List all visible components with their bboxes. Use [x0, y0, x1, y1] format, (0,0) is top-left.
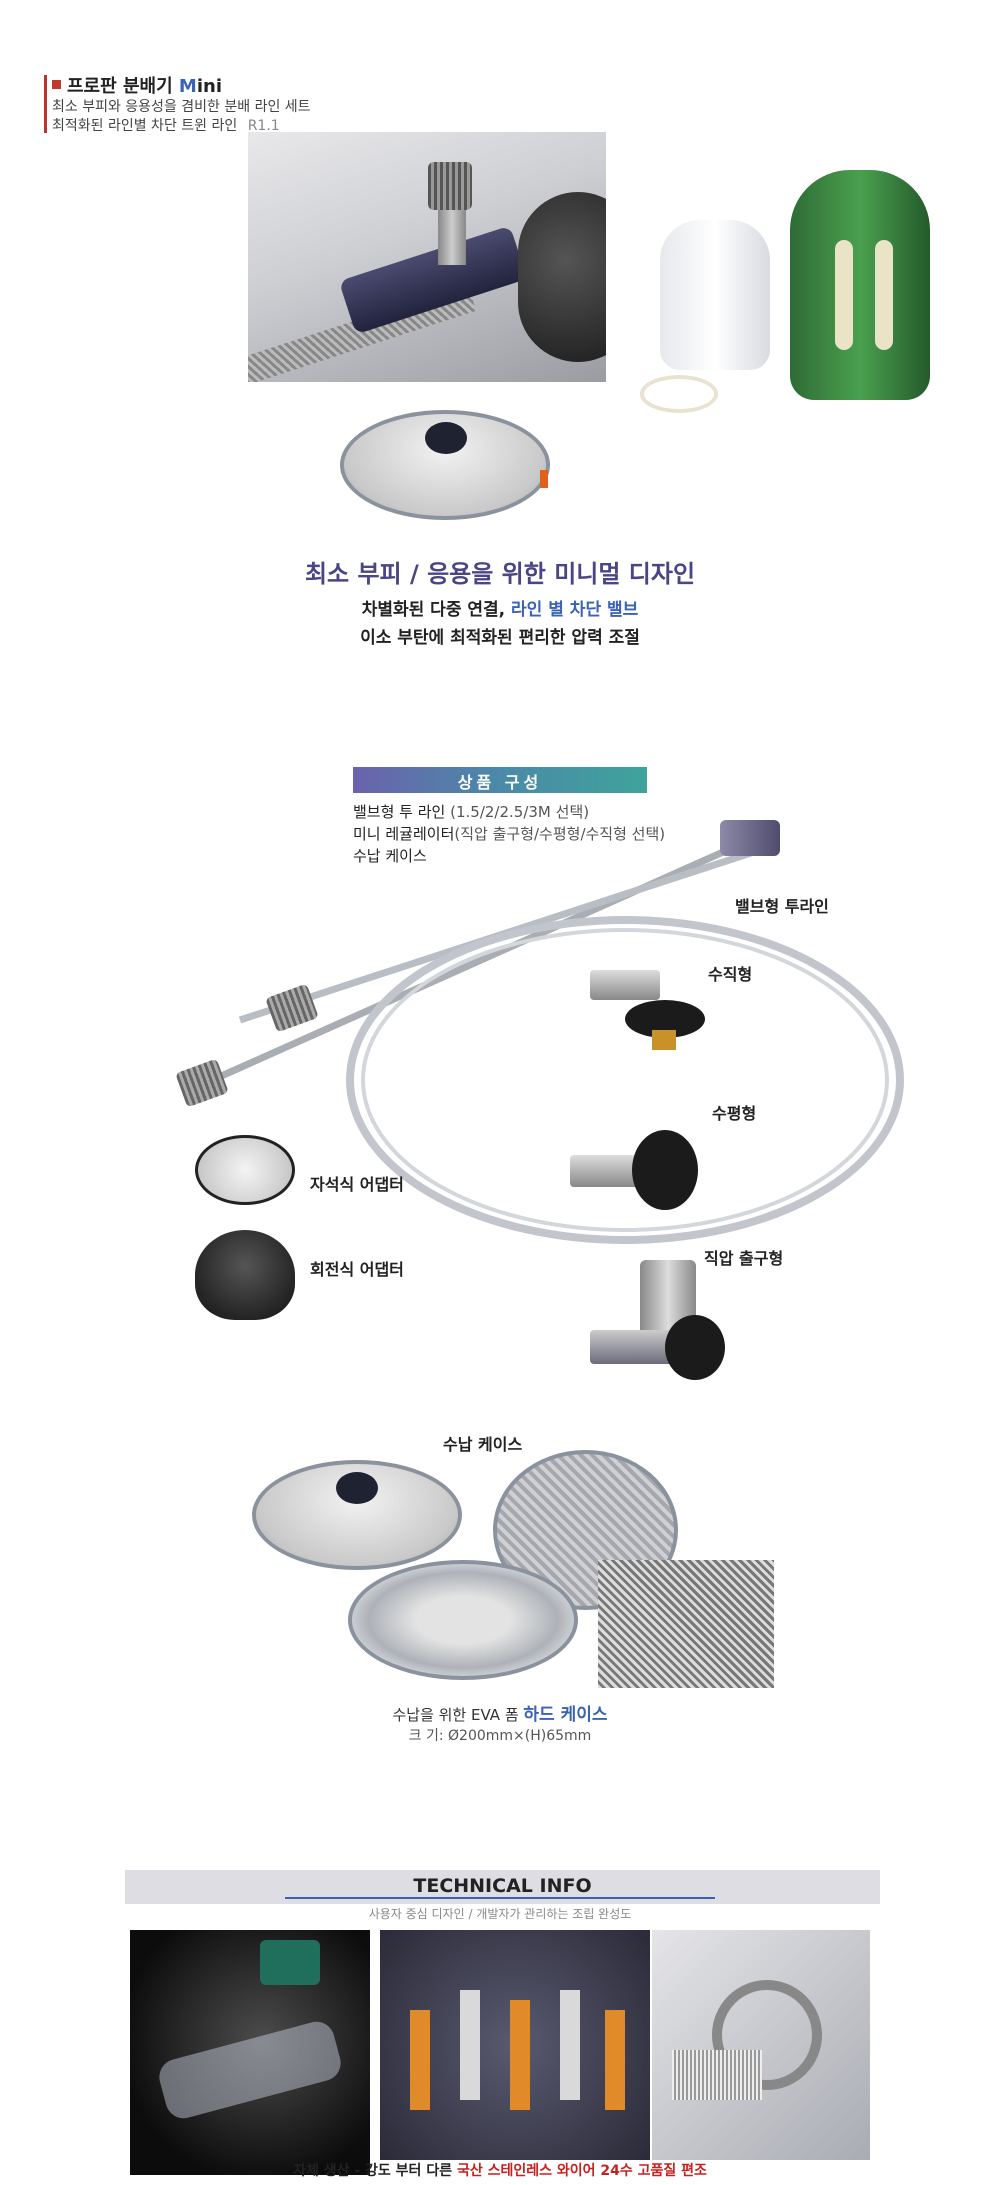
valve-twin-line-head	[720, 820, 780, 856]
white-cylinder	[660, 220, 770, 370]
case-description-accent: 하드 케이스	[523, 1705, 608, 1725]
open-case-base	[348, 1560, 578, 1680]
component-item-2-note: (직압 출구형/수평형/수직형 선택)	[454, 825, 666, 843]
intro-subline-1-accent: 라인 별 차단 밸브	[511, 600, 639, 620]
gas-cylinders-photo	[630, 160, 960, 435]
header-line-2-text: 최적화된 라인별 차단 트윈 라인	[52, 118, 238, 134]
version-label: R1.1	[247, 118, 280, 134]
regulator-xray-photo	[130, 1930, 370, 2175]
dark-housing	[518, 192, 606, 362]
header-line-2: 최적화된 라인별 차단 트윈 라인 R1.1	[52, 115, 280, 135]
header-accent-bar	[44, 75, 47, 133]
label-rotary-adapter: 회전식 어댑터	[310, 1260, 404, 1279]
green-cylinder	[790, 170, 930, 400]
case-description-text: 수납을 위한 EVA 폼	[392, 1706, 524, 1724]
technical-info-title: TECHNICAL INFO	[125, 1875, 880, 1897]
valve-knob	[428, 162, 472, 210]
intro-subline-1: 차별화된 다중 연결, 라인 별 차단 밸브	[0, 595, 1000, 620]
component-item-2: 미니 레귤레이터(직압 출구형/수평형/수직형 선택)	[353, 823, 665, 844]
case-body	[340, 410, 550, 520]
valve-stem	[438, 210, 466, 265]
wire-spool-photo	[652, 1930, 870, 2160]
mesh-detail-photo	[598, 1560, 774, 1688]
cylinder-window-2	[875, 240, 893, 350]
intro-subline-1-text: 차별화된 다중 연결,	[361, 600, 512, 620]
horizontal-regulator	[570, 1125, 700, 1215]
technical-caption-text: 자체 생산 - 강도 부터 다른	[293, 2163, 457, 2179]
braiding-machine-photo	[380, 1930, 650, 2160]
technical-title-text: TECHNICAL I	[413, 1875, 547, 1897]
hose-lines-svg	[188, 836, 904, 1244]
case-zipper-pull	[540, 470, 548, 488]
component-item-2-name: 미니 레귤레이터	[353, 825, 455, 843]
technical-underline	[285, 1897, 715, 1899]
title-prefix: 프로판 분배기	[67, 76, 179, 97]
title-accent: M	[178, 76, 197, 97]
product-title: 프로판 분배기 Mini	[67, 72, 222, 98]
case-size: 크 기: Ø200mm×(H)65mm	[408, 1728, 592, 1744]
magnetic-adapter	[195, 1135, 295, 1205]
label-horizontal-type: 수평형	[712, 1104, 757, 1123]
component-item-1: 밸브형 투 라인 (1.5/2/2.5/3M 선택)	[353, 801, 589, 822]
storage-case-photo	[340, 400, 555, 530]
label-valve-twin-line: 밸브형 투라인	[735, 897, 829, 916]
components-heading-bar	[353, 767, 647, 793]
intro-subline-2: 이소 부탄에 최적화된 편리한 압력 조절	[360, 628, 640, 648]
case-description: 수납을 위한 EVA 폼 하드 케이스	[0, 1700, 1000, 1725]
header-line-1: 최소 부피와 응용성을 겸비한 분배 라인 세트	[52, 99, 311, 115]
title-suffix: ini	[196, 76, 222, 97]
case-title: 수납 케이스	[443, 1435, 523, 1454]
technical-caption: 자체 생산 - 강도 부터 다른 국산 스테인레스 와이어 24수 고품질 편조	[0, 2160, 1000, 2180]
intro-headline: 최소 부피 / 응용을 위한 미니멀 디자인	[304, 560, 696, 588]
case-logo-badge	[425, 422, 467, 454]
label-magnetic-adapter: 자석식 어댑터	[310, 1175, 404, 1194]
vertical-regulator	[590, 950, 705, 1050]
technical-title-suffix: NFO	[546, 1875, 592, 1897]
component-item-1-note: (1.5/2/2.5/3M 선택)	[450, 803, 590, 821]
label-vertical-type: 수직형	[708, 965, 753, 984]
direct-outlet-regulator	[590, 1260, 725, 1380]
hose-coil	[640, 375, 718, 413]
technical-caption-accent: 국산 스테인레스 와이어 24수 고품질 편조	[456, 2163, 707, 2179]
case-open-photo	[248, 1450, 778, 1690]
header-bullet-icon	[52, 80, 61, 89]
component-item-3: 수납 케이스	[353, 847, 427, 865]
cylinder-window	[835, 240, 853, 350]
components-illustration	[150, 820, 910, 1380]
components-heading: 상품 구성	[457, 773, 543, 792]
technical-subtitle: 사용자 중심 디자인 / 개발자가 관리하는 조립 완성도	[368, 1907, 632, 1921]
rotary-adapter	[195, 1230, 295, 1320]
label-direct-outlet-type: 직압 출구형	[704, 1249, 784, 1268]
component-item-1-name: 밸브형 투 라인	[353, 803, 446, 821]
closed-case-logo	[336, 1472, 378, 1504]
distributor-closeup-photo	[248, 132, 606, 382]
